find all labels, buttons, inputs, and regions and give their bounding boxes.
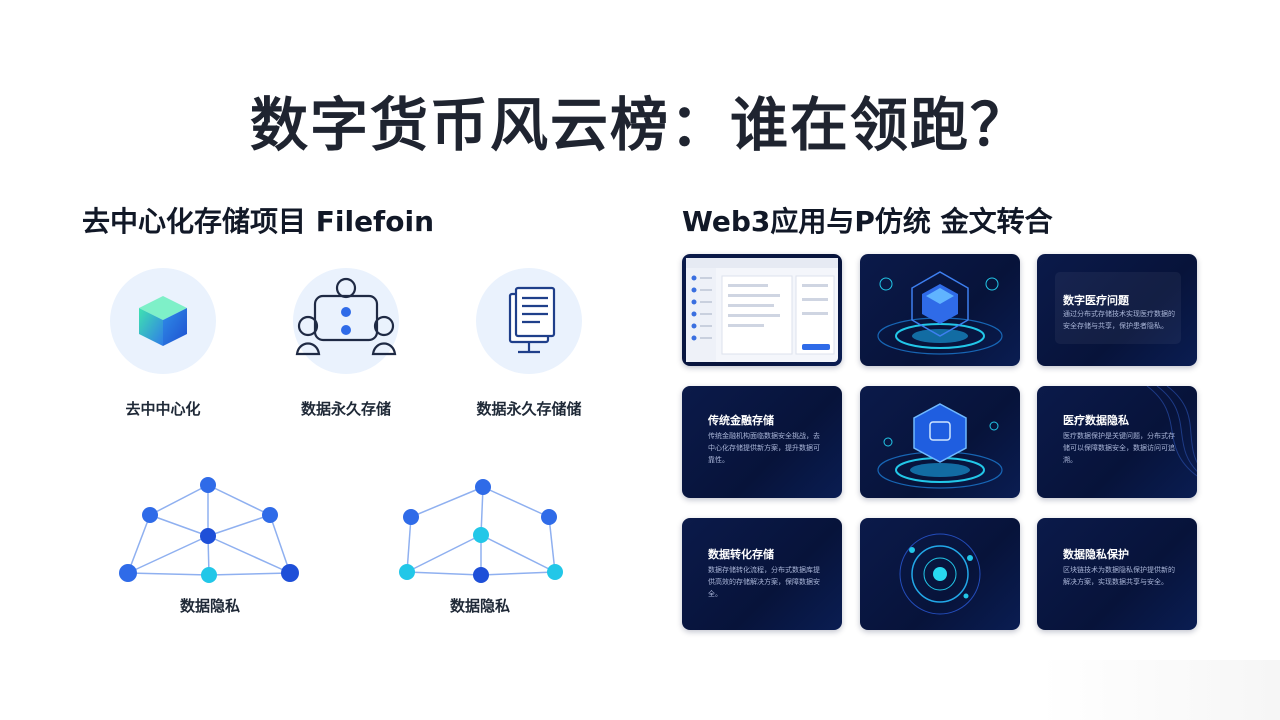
- cube-icon-bg: [110, 268, 216, 374]
- network-label: 数据隐私: [449, 597, 510, 615]
- card-title: 数据隐私保护: [1063, 548, 1129, 561]
- card-info[interactable]: 传统金融存储 传统金融机构面临数据安全挑战，去中心化存储提供新方案，提升数据可靠…: [682, 386, 842, 498]
- card-title: 数字医疗问题: [1063, 294, 1129, 307]
- feature-permanent-storage: 数据永久存储: [261, 268, 431, 419]
- card-orbit[interactable]: [860, 518, 1020, 630]
- card-hex-platform[interactable]: [860, 386, 1020, 498]
- card-description: 通过分布式存储技术实现医疗数据的安全存储与共享，保护患者隐私。: [1063, 310, 1175, 330]
- dashboard-preview: [686, 258, 838, 362]
- feature-decentralized: 去中中心化: [78, 268, 248, 419]
- hex-shield-icon: [877, 403, 1003, 489]
- network-nodes-icon-bg: [293, 268, 399, 374]
- card-description: 区块链技术为数据隐私保护提供新的解决方案，实现数据共享与安全。: [1063, 566, 1175, 586]
- network-label: 数据隐私: [179, 597, 240, 615]
- card-hex-platform[interactable]: [860, 254, 1020, 366]
- network-graph-icon: [399, 479, 563, 583]
- card-info[interactable]: 数字医疗问题 通过分布式存储技术实现医疗数据的安全存储与共享，保护患者隐私。: [1037, 254, 1197, 366]
- card-title: 传统金融存储: [708, 414, 774, 427]
- feature-permanent-storage-2: 数据永久存储储: [444, 268, 614, 419]
- hex-platform-icon: [877, 271, 1003, 355]
- feature-label: 去中中心化: [125, 400, 201, 418]
- left-section-title: 去中心化存储项目 Filefoin: [82, 205, 435, 238]
- card-description: 医疗数据保护是关键问题，分布式存储可以保障数据安全，数据访问可追溯。: [1063, 432, 1175, 464]
- document-stack-icon: [508, 286, 556, 354]
- network-graph-icon: [119, 477, 299, 583]
- card-info-box: [1055, 272, 1181, 344]
- document-stack-icon-bg: [476, 268, 582, 374]
- card-dashboard[interactable]: [682, 254, 842, 366]
- card-info[interactable]: 医疗数据隐私 医疗数据保护是关键问题，分布式存储可以保障数据安全，数据访问可追溯…: [1037, 386, 1197, 498]
- card-description: 数据存储转化流程，分布式数据库提供高效的存储解决方案，保障数据安全。: [708, 566, 820, 598]
- corner-fade: [1040, 660, 1280, 720]
- feature-label: 数据永久存储: [300, 400, 391, 418]
- card-description: 传统金融机构面临数据安全挑战，去中心化存储提供新方案，提升数据可靠性。: [708, 432, 820, 464]
- feature-label: 数据永久存储储: [476, 400, 582, 418]
- cube-icon: [139, 296, 187, 346]
- card-title: 数据转化存储: [708, 548, 774, 561]
- card-title: 医疗数据隐私: [1063, 414, 1129, 427]
- network-nodes-icon: [295, 277, 397, 356]
- wave-lines-decoration: [1146, 386, 1197, 477]
- card-info[interactable]: 数据隐私保护 区块链技术为数据隐私保护提供新的解决方案，实现数据共享与安全。: [1037, 518, 1197, 630]
- orbit-icon: [899, 533, 981, 615]
- page-title: 数字货币风云榜：谁在领跑？: [249, 91, 1030, 159]
- card-info[interactable]: 数据转化存储 数据存储转化流程，分布式数据库提供高效的存储解决方案，保障数据安全…: [682, 518, 842, 630]
- right-section-title: Web3应用与P仿统 金文转合: [682, 205, 1053, 238]
